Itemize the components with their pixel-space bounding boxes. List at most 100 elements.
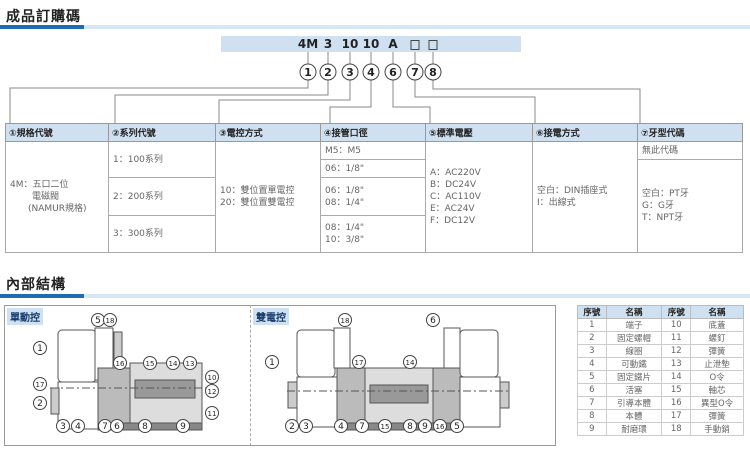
double-valve-callout: 5 <box>450 419 464 433</box>
port-cell: 06：1/8" <box>320 159 426 178</box>
part-name: 耐磨環 <box>605 422 663 436</box>
svg-text:5: 5 <box>95 316 101 326</box>
double-valve-callout: 9 <box>418 419 432 433</box>
control-line: 10：雙位置單電控 <box>220 186 295 196</box>
code-position-circle: 4 <box>362 63 380 81</box>
single-valve-callout: 11 <box>205 406 219 420</box>
part-number: 2 <box>577 331 607 345</box>
voltage-line: A：AC220V <box>430 168 481 178</box>
svg-text:4: 4 <box>367 66 375 79</box>
control-cell: 10：雙位置單電控 20：雙位置雙電控 <box>215 141 321 253</box>
series-cell: 2：200系列 <box>108 177 216 216</box>
code-position-circle: 3 <box>341 63 359 81</box>
code-position-circle: 8 <box>424 63 442 81</box>
svg-text:18: 18 <box>341 317 350 325</box>
single-valve-callout: 18 <box>103 313 117 327</box>
svg-text:16: 16 <box>116 360 125 368</box>
parts-header-no: 序號 <box>577 305 607 319</box>
double-valve-callout: 14 <box>403 355 417 369</box>
svg-text:9: 9 <box>180 422 186 432</box>
model-line: 電磁閥 <box>32 192 60 202</box>
svg-text:3: 3 <box>346 66 354 79</box>
double-valve-callout: 1 <box>265 355 279 369</box>
section-divider <box>0 294 750 298</box>
single-valve-callout: 6 <box>110 419 124 433</box>
voltage-line: C：AC110V <box>430 192 481 202</box>
thread-line: 空白：PT牙 <box>642 189 689 199</box>
svg-text:13: 13 <box>186 360 195 368</box>
voltage-cell: A：AC220V B：DC24V C：AC110V E：AC24V F：DC12… <box>425 141 533 253</box>
part-name: 手動銷 <box>690 422 744 436</box>
section-divider <box>0 25 750 29</box>
double-valve-callout: 6 <box>426 313 440 327</box>
port-cell: 08：1/4" 10：3/8" <box>320 215 426 253</box>
part-name: 本體 <box>605 409 663 423</box>
double-valve-callout: 8 <box>403 419 417 433</box>
part-name: 彈簧 <box>690 409 744 423</box>
parts-header-name: 名稱 <box>605 305 663 319</box>
control-line: 20：雙位置雙電控 <box>220 198 295 208</box>
ordering-title: 成品訂購碼 <box>6 9 81 25</box>
svg-text:15: 15 <box>146 360 155 368</box>
svg-text:4: 4 <box>338 422 344 432</box>
header-control: ③電控方式 <box>215 123 321 142</box>
voltage-line: E：AC24V <box>430 204 475 214</box>
svg-text:16: 16 <box>436 423 445 431</box>
svg-text:4: 4 <box>75 422 81 432</box>
code-position-circle: 1 <box>299 63 317 81</box>
double-valve-callout: 16 <box>433 419 447 433</box>
svg-text:6: 6 <box>389 66 397 79</box>
svg-text:17: 17 <box>355 359 364 367</box>
part-number: 6 <box>577 383 607 397</box>
part-number: 13 <box>661 357 692 371</box>
part-number: 15 <box>661 383 692 397</box>
part-number: 8 <box>577 409 607 423</box>
thread-cell: 空白：PT牙 G：G牙 T：NPT牙 <box>637 159 743 253</box>
thread-none-cell: 無此代碼 <box>637 141 743 160</box>
model-line: (NAMUR規格) <box>28 204 87 214</box>
header-model: ①規格代號 <box>5 123 109 142</box>
single-valve-callout: 13 <box>183 356 197 370</box>
header-port: ④接管口徑 <box>320 123 426 142</box>
port-line: 06：1/8" <box>325 185 365 196</box>
wiring-line: I：出線式 <box>537 198 576 208</box>
part-name: 固定鐵片 <box>605 370 663 384</box>
part-name: 彈簧 <box>690 344 744 358</box>
svg-text:14: 14 <box>169 360 178 368</box>
single-valve-callout: 2 <box>33 396 47 410</box>
part-name: 軸芯 <box>690 383 744 397</box>
part-number: 7 <box>577 396 607 410</box>
code-part-6: A <box>388 37 398 51</box>
single-control-panel: 單動控 <box>4 305 251 446</box>
single-valve-callout: 1 <box>33 341 47 355</box>
double-control-label: 雙電控 <box>253 308 289 325</box>
single-valve-callout: 16 <box>113 356 127 370</box>
svg-text:5: 5 <box>454 422 460 432</box>
code-blank-7 <box>410 40 420 50</box>
part-name: 線圈 <box>605 344 663 358</box>
svg-text:7: 7 <box>359 422 365 432</box>
port-cell: M5：M5 <box>320 141 426 160</box>
single-valve-callout: 14 <box>166 356 180 370</box>
part-number: 1 <box>577 318 607 332</box>
part-number: 17 <box>661 409 692 423</box>
svg-text:2: 2 <box>289 422 295 432</box>
svg-text:12: 12 <box>208 388 217 396</box>
header-wiring: ⑥接電方式 <box>532 123 638 142</box>
header-series: ②系列代號 <box>108 123 216 142</box>
code-blank-8 <box>428 40 438 50</box>
double-valve-callout: 17 <box>352 355 366 369</box>
svg-text:2: 2 <box>324 66 332 79</box>
single-valve-callout: 7 <box>98 419 112 433</box>
svg-text:6: 6 <box>430 316 436 326</box>
model-line: 4M：五口二位 <box>10 180 69 190</box>
